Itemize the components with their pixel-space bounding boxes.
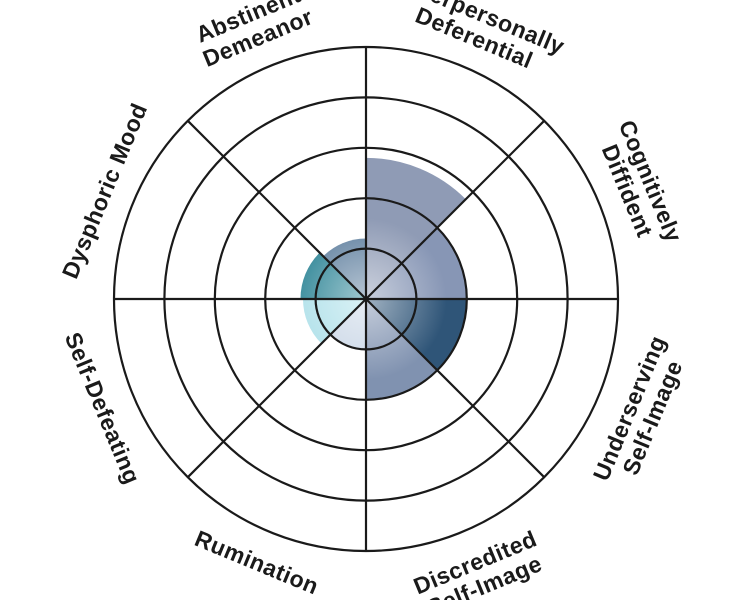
grid-spokes [114,47,618,551]
label-self-defeating: Self-Defeating [60,328,146,487]
sector-label-line: Self-Defeating [60,328,146,487]
sector-label-line: Rumination [191,525,322,599]
label-rumination: Rumination [191,525,322,599]
spoke-4 [187,120,545,478]
